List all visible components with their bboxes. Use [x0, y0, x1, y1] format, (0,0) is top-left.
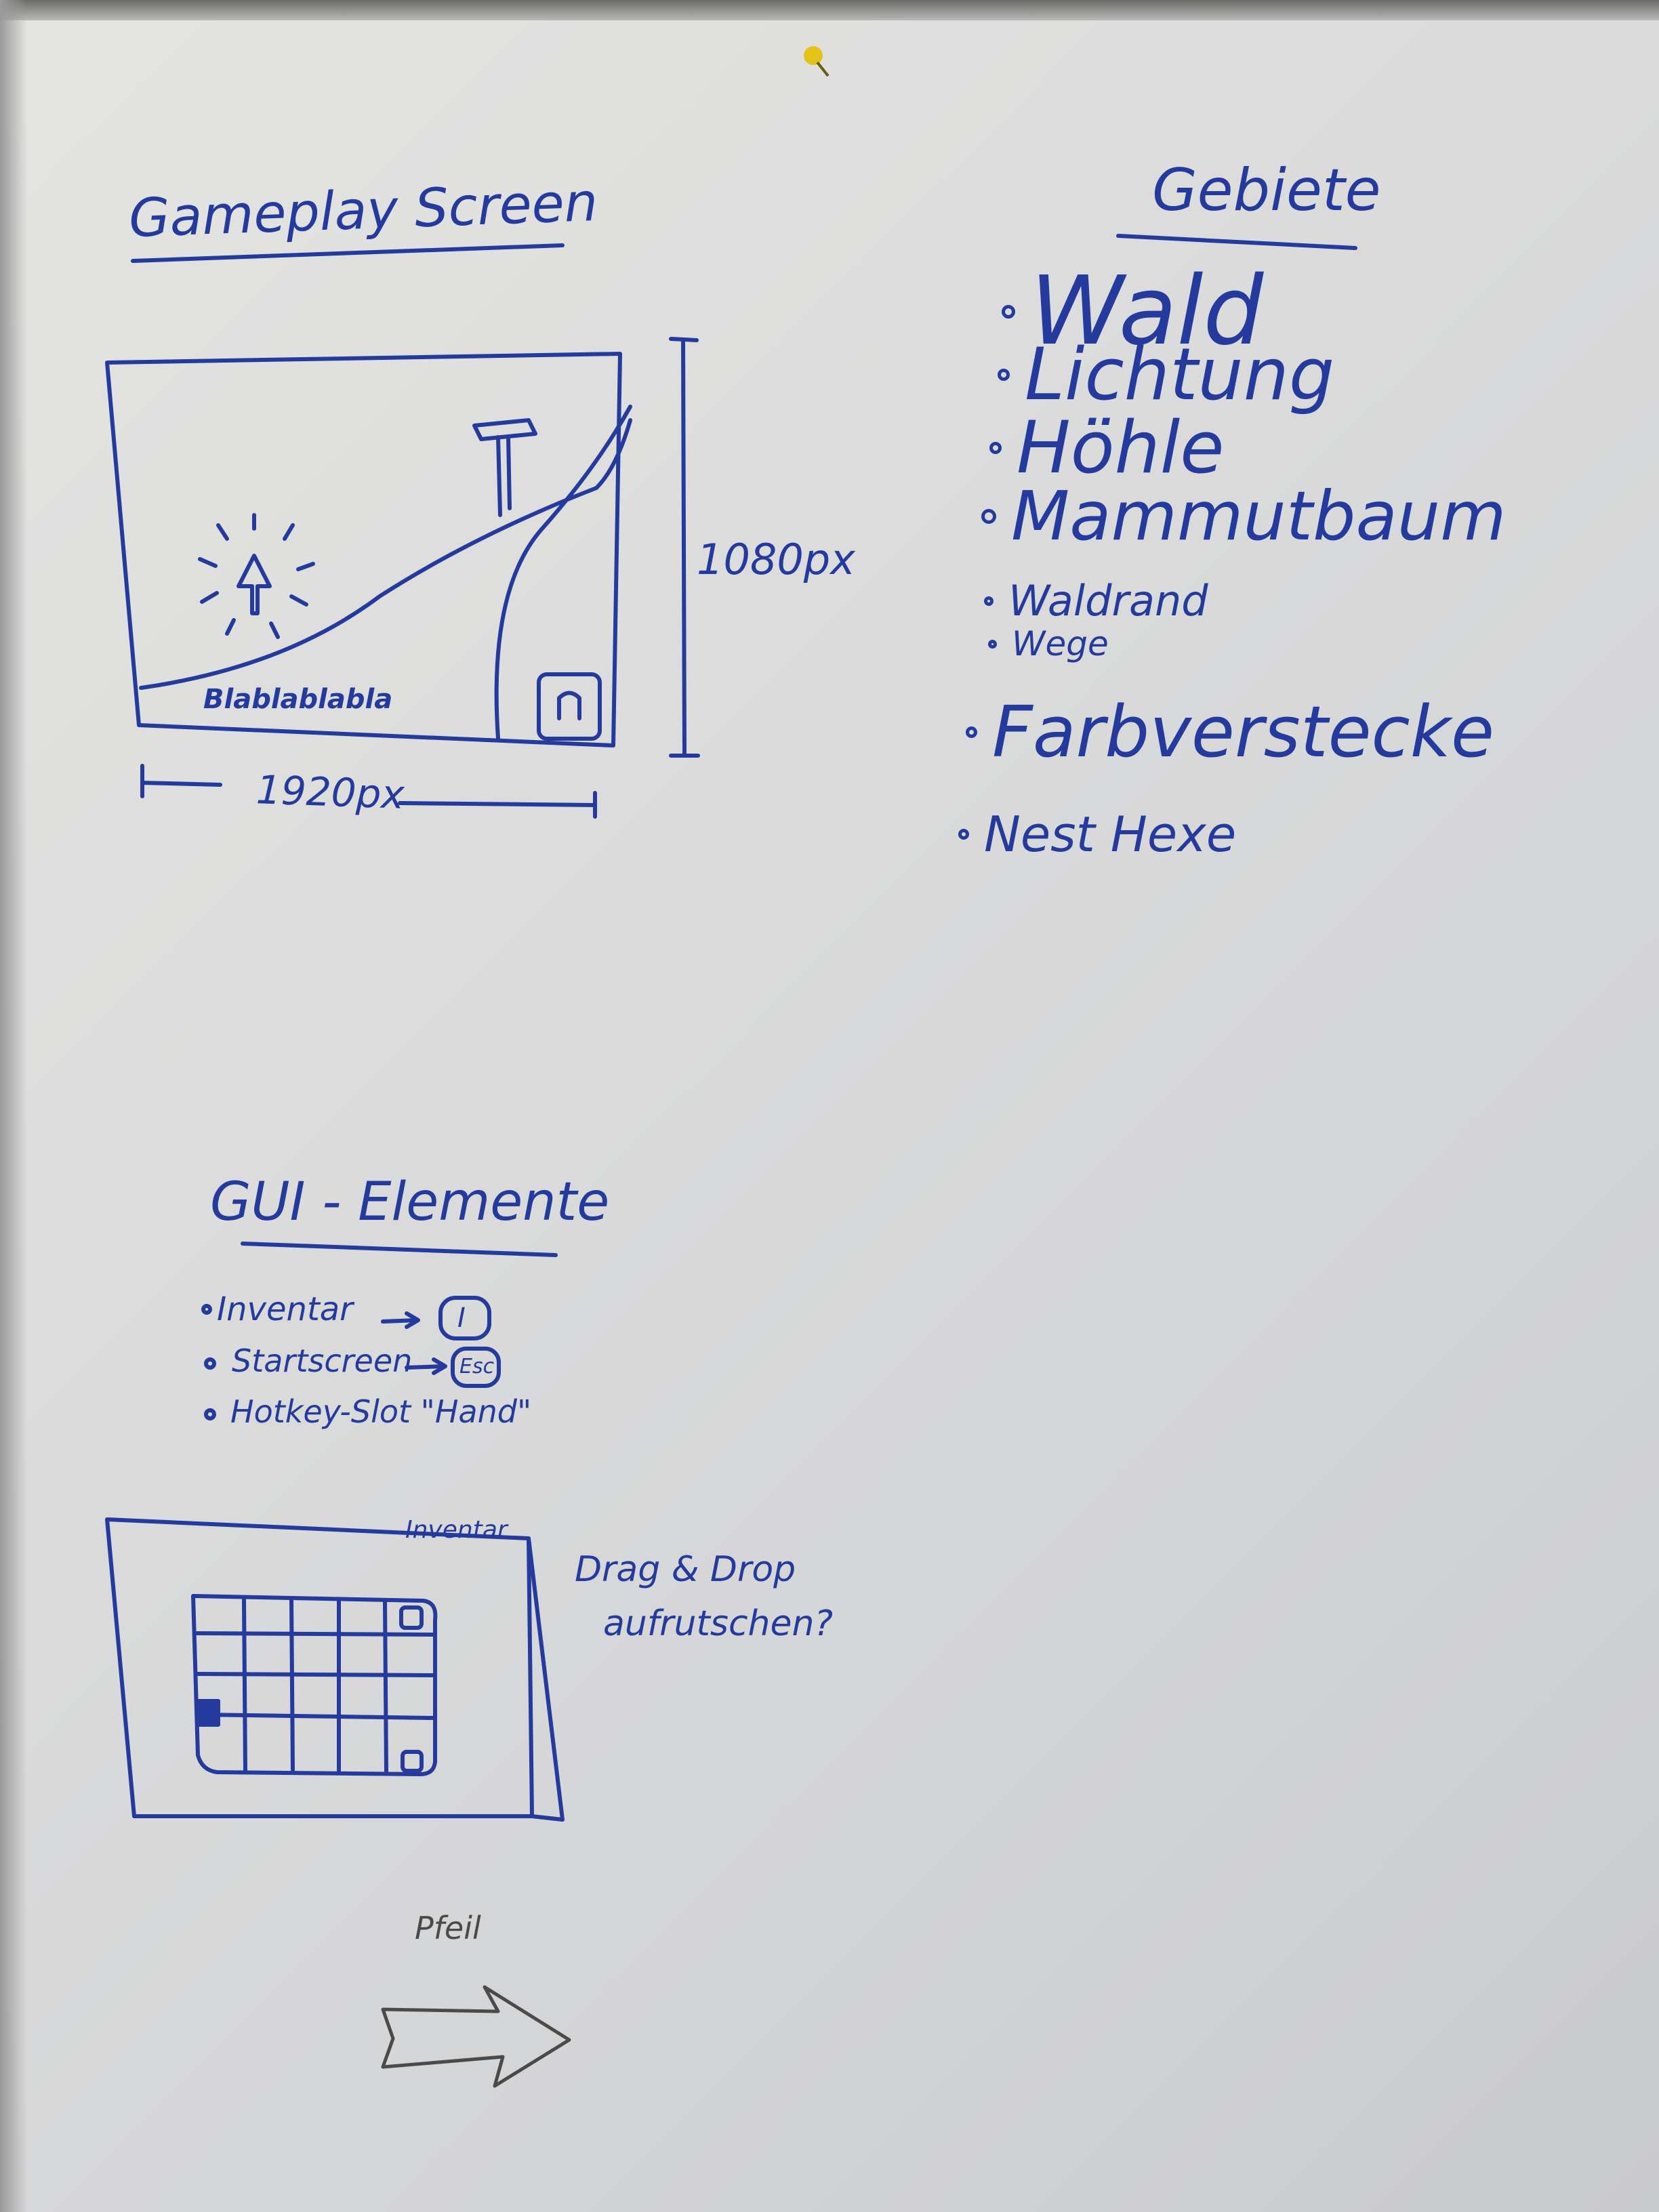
gebiete-item: Mammutbaum	[981, 483, 1507, 550]
gebiete-item: Nest Hexe	[958, 810, 1236, 859]
key-label: Esc	[459, 1355, 495, 1378]
bullet-icon	[989, 442, 1002, 454]
gebiete-item-label: Waldrand	[1008, 576, 1208, 626]
bullet-icon	[988, 639, 997, 649]
gebiete-title-underline	[1116, 234, 1357, 250]
hand-slot-icon	[537, 672, 602, 741]
paper-left-shadow	[0, 0, 27, 2212]
push-pin-icon	[804, 46, 830, 77]
width-label: 1920px	[255, 766, 405, 818]
inventory-sketch	[105, 1517, 565, 1822]
paper-top-edge	[0, 0, 1659, 20]
key-i-icon	[438, 1296, 491, 1340]
bullet-icon	[958, 829, 969, 840]
gui-item-label: Startscreen	[232, 1343, 413, 1379]
bullet-icon	[966, 726, 977, 738]
inventory-label: Inventar	[405, 1516, 508, 1544]
arrow-label: Pfeil	[415, 1910, 481, 1946]
height-label: 1080px	[697, 535, 855, 584]
gebiete-item-label: Wald	[1030, 256, 1264, 367]
gebiete-item: Waldrand	[984, 580, 1208, 622]
gui-item-label: Inventar	[217, 1290, 353, 1328]
gebiete-item-label: Höhle	[1017, 406, 1225, 489]
height-dimension-line	[669, 337, 700, 758]
gebiete-item: Lichtung	[998, 339, 1334, 411]
width-dimension-line	[140, 764, 597, 819]
inventory-note: aufrutschen?	[603, 1603, 834, 1644]
gebiete-item: Farbverstecke	[966, 697, 1494, 767]
gebiete-item-label: Nest Hexe	[984, 806, 1237, 863]
key-esc-icon	[451, 1347, 501, 1388]
arrow-sketch-icon	[381, 1985, 571, 2088]
gebiete-item: Höhle	[989, 412, 1224, 484]
inventory-selected-slot	[197, 1699, 220, 1727]
gebiete-item-label: Farbverstecke	[992, 691, 1494, 773]
gameplay-screen-sketch	[105, 337, 700, 819]
inventory-note: Drag & Drop	[575, 1549, 796, 1590]
gui-title: GUI - Elemente	[210, 1172, 610, 1233]
gameplay-title: Gameplay Screen	[127, 171, 599, 250]
gebiete-title: Gebiete	[1152, 157, 1381, 224]
gui-title-underline	[241, 1242, 558, 1257]
inventory-slot-icon	[399, 1605, 424, 1630]
bullet-icon	[984, 596, 994, 606]
bullet-icon	[1002, 305, 1015, 319]
gebiete-item-label: Mammutbaum	[1011, 476, 1507, 556]
inventory-slot-icon	[401, 1750, 424, 1773]
gameplay-title-underline	[131, 243, 565, 263]
gebiete-item-label: Lichtung	[1025, 333, 1335, 416]
bullet-icon	[998, 369, 1010, 381]
gebiete-item-label: Wege	[1012, 624, 1109, 663]
ground-text: Blablablabla	[203, 684, 393, 715]
key-label: I	[457, 1303, 466, 1334]
gebiete-item: Wald	[1002, 264, 1263, 359]
gebiete-item: Wege	[988, 627, 1109, 661]
bullet-icon	[981, 509, 996, 524]
glowing-arrow-icon	[198, 513, 315, 639]
gui-item-label: Hotkey-Slot "Hand"	[230, 1393, 532, 1430]
